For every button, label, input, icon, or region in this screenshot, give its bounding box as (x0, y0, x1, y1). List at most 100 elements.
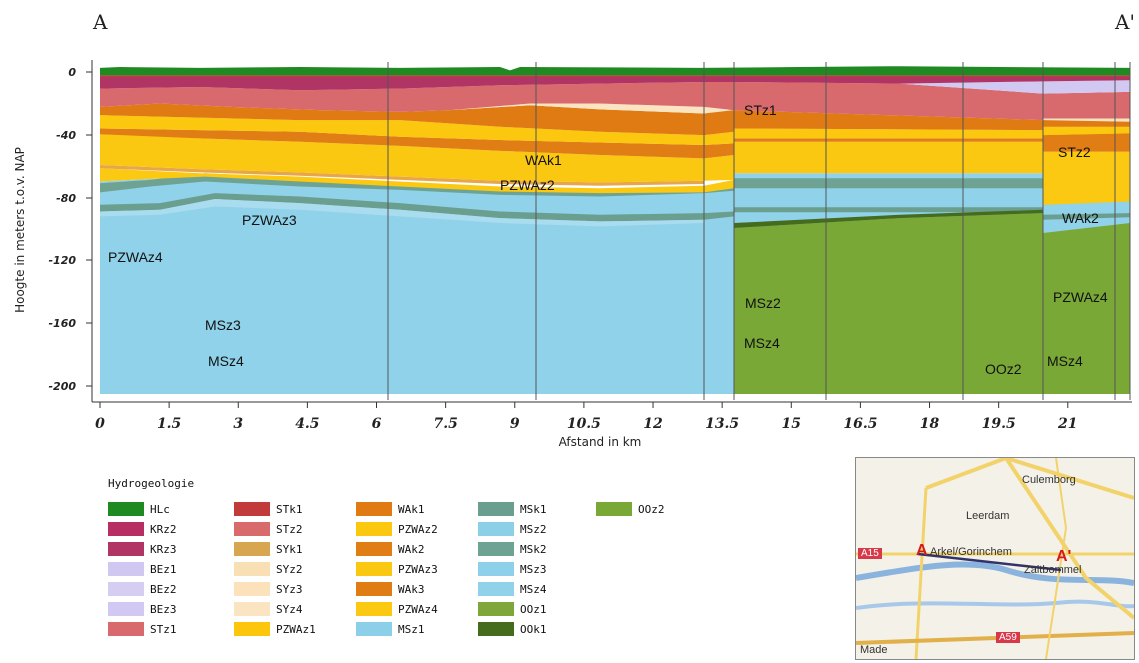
legend-swatch (108, 542, 144, 556)
legend-swatch (356, 542, 392, 556)
legend-swatch (478, 542, 514, 556)
x-tick-label: 21 (1057, 416, 1077, 432)
y-tick-label: -40 (56, 129, 76, 142)
x-tick-label: 4.5 (295, 416, 319, 432)
unit-wak3 (100, 164, 704, 186)
legend-item: WAk3 (356, 579, 438, 599)
legend-item: MSz3 (478, 559, 547, 579)
x-tick-label: 1.5 (157, 416, 181, 432)
place-culemborg: Culemborg (1022, 474, 1076, 486)
unit-ooz2 (734, 213, 1043, 395)
legend-swatch (108, 602, 144, 616)
x-tick-label: 7.5 (433, 416, 457, 432)
unit-label: OOz2 (985, 361, 1022, 377)
unit-wak1 (100, 103, 1130, 136)
section-end-label: A' (1115, 10, 1135, 34)
marker-a-prime: A' (1056, 548, 1072, 565)
unit-pzwaz3 (100, 126, 1130, 183)
legend-swatch (356, 602, 392, 616)
legend-item: MSk1 (478, 499, 547, 519)
legend-swatch (234, 622, 270, 636)
legend-label: STz2 (276, 522, 303, 536)
legend-label: OOk1 (520, 622, 547, 636)
y-axis-label: Hoogte in meters t.o.v. NAP (13, 147, 27, 313)
unit-msz3 (100, 198, 704, 227)
x-tick-label: 9 (510, 416, 520, 432)
unit-label: PZWAz4 (108, 249, 163, 265)
legend-item: STk1 (234, 499, 316, 519)
legend-label: STk1 (276, 502, 303, 516)
unit-krz2 (100, 76, 1130, 91)
x-tick-label: 12 (643, 416, 663, 432)
unit-ook1 (734, 209, 1043, 229)
x-tick-label: 3 (233, 416, 243, 432)
place-made: Made (860, 644, 888, 656)
legend-swatch (234, 542, 270, 556)
location-map: Culemborg Leerdam Arkel/Gorinchem Zaltbo… (855, 457, 1135, 660)
legend-swatch (234, 602, 270, 616)
place-leerdam: Leerdam (966, 510, 1010, 522)
unit-label: PZWAz3 (242, 212, 297, 228)
y-tick-label: -160 (48, 317, 76, 330)
legend-label: PZWAz1 (276, 622, 316, 636)
unit-stz1 (100, 81, 1130, 121)
legend-item: SYz3 (234, 579, 316, 599)
unit-label: STz1 (744, 102, 777, 118)
legend-item: HLc (108, 499, 177, 519)
legend-item: PZWAz4 (356, 599, 438, 619)
legend-label: BEz1 (150, 562, 177, 576)
unit-bez1 (900, 80, 1130, 94)
legend-label: SYz3 (276, 582, 303, 596)
y-tick-label: -120 (48, 254, 76, 267)
legend-swatch (356, 522, 392, 536)
legend-label: OOz2 (638, 502, 665, 516)
legend-label: PZWAz4 (398, 602, 438, 616)
legend-label: WAk3 (398, 582, 425, 596)
legend-item: WAk2 (356, 539, 438, 559)
legend-swatch (108, 522, 144, 536)
x-tick-label: 0 (95, 416, 105, 432)
legend-label: MSz4 (520, 582, 547, 596)
road-a59: A59 (996, 632, 1020, 643)
y-tick-label: -200 (48, 380, 76, 393)
legend-swatch (356, 582, 392, 596)
legend-item: MSz1 (356, 619, 438, 639)
legend-label: PZWAz2 (398, 522, 438, 536)
place-gorinchem: Arkel/Gorinchem (930, 546, 1012, 558)
unit-ooz2-right (1043, 223, 1130, 395)
legend-label: MSz2 (520, 522, 547, 536)
legend-swatch (478, 622, 514, 636)
x-tick-label: 19.5 (982, 416, 1016, 432)
legend-item: OOk1 (478, 619, 547, 639)
legend-column: OOz2 (596, 499, 665, 519)
legend-label: KRz2 (150, 522, 177, 536)
legend-swatch (596, 502, 632, 516)
legend-item: STz1 (108, 619, 177, 639)
legend-label: WAk2 (398, 542, 425, 556)
legend-item: PZWAz1 (234, 619, 316, 639)
legend-label: SYz2 (276, 562, 303, 576)
x-tick-label: 15 (782, 416, 801, 432)
legend-item: WAk1 (356, 499, 438, 519)
section-start-label: A (93, 10, 108, 34)
x-tick-label: 16.5 (843, 416, 877, 432)
legend-item: MSk2 (478, 539, 547, 559)
legend-item: KRz2 (108, 519, 177, 539)
place-zaltbommel: Zaltbommel (1024, 564, 1082, 576)
unit-label: STz2 (1058, 144, 1091, 160)
unit-pzwaz2 (100, 115, 1130, 146)
legend-swatch (108, 562, 144, 576)
marker-a: A (916, 542, 928, 559)
legend-label: MSz1 (398, 622, 425, 636)
legend-label: STz1 (150, 622, 177, 636)
legend-swatch (356, 502, 392, 516)
unit-label: MSz2 (745, 295, 781, 311)
legend-item: SYz2 (234, 559, 316, 579)
legend-item: BEz1 (108, 559, 177, 579)
legend-label: OOz1 (520, 602, 547, 616)
legend-label: SYz4 (276, 602, 303, 616)
legend-label: MSz3 (520, 562, 547, 576)
legend-swatch (108, 582, 144, 596)
